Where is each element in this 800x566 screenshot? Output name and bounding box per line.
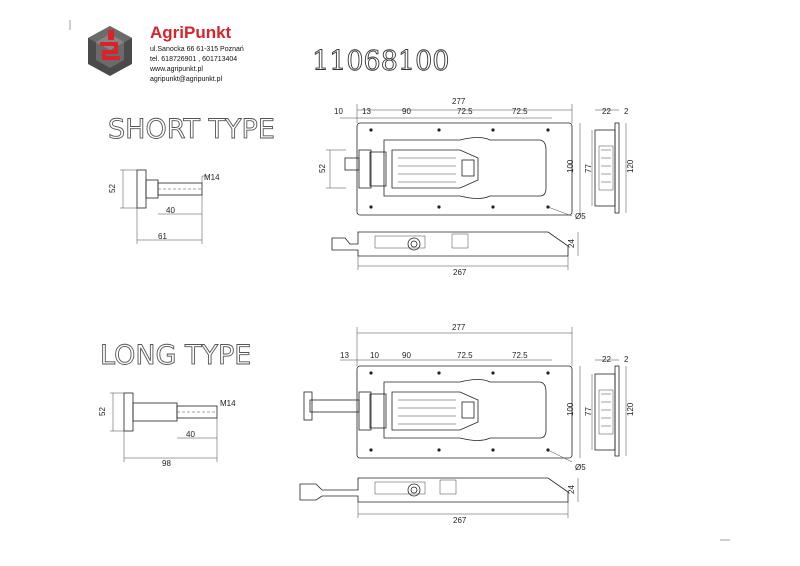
long-pin-dim-98: 98 xyxy=(162,459,171,468)
long-dim-100: 100 xyxy=(566,402,575,416)
short-pin-dim-61: 61 xyxy=(158,232,167,241)
company-name: AgriPunkt xyxy=(150,23,232,42)
long-dim-267: 267 xyxy=(453,516,467,525)
long-dim-90: 90 xyxy=(402,351,411,360)
long-dim-72-5a: 72.5 xyxy=(457,351,473,360)
long-dim-72-5b: 72.5 xyxy=(512,351,528,360)
short-dim-24: 24 xyxy=(567,239,576,248)
company-email[interactable]: agripunkt@agripunkt.pl xyxy=(150,76,223,83)
long-dim-277: 277 xyxy=(452,323,466,332)
company-address: ul.Sanocka 66 61-315 Poznań xyxy=(150,46,244,53)
short-dim-13: 13 xyxy=(362,107,371,116)
short-dim-72-5b: 72.5 xyxy=(512,107,528,116)
long-pin-drawing xyxy=(110,392,218,462)
long-pin-dim-40: 40 xyxy=(186,430,195,439)
long-pin-dim-52: 52 xyxy=(98,407,107,416)
short-type-label: SHORT TYPE xyxy=(108,114,275,145)
long-dim-hole: Ø5 xyxy=(575,463,586,472)
short-dim-90: 90 xyxy=(402,107,411,116)
short-latch-side xyxy=(591,109,627,214)
short-dim-22: 22 xyxy=(602,107,611,116)
short-dim-120: 120 xyxy=(626,159,635,173)
long-pin-dim-m14: M14 xyxy=(220,399,236,408)
long-dim-10: 10 xyxy=(370,351,379,360)
short-pin-dim-52: 52 xyxy=(108,184,117,193)
company-phone: tel. 618726901 , 601713404 xyxy=(150,56,237,63)
part-number: 11068100 xyxy=(312,46,449,77)
short-dim-hole: Ø5 xyxy=(575,212,586,221)
long-dim-2: 2 xyxy=(624,355,629,364)
short-dim-267: 267 xyxy=(453,268,467,277)
long-type-label: LONG TYPE xyxy=(100,340,251,371)
short-dim-72-5a: 72.5 xyxy=(457,107,473,116)
short-latch-bottom xyxy=(331,231,579,270)
short-pin-dim-40: 40 xyxy=(166,206,175,215)
long-dim-77: 77 xyxy=(584,407,593,416)
short-dim-100: 100 xyxy=(566,159,575,173)
short-dim-52: 52 xyxy=(318,164,327,173)
short-dim-10: 10 xyxy=(334,107,343,116)
short-latch-plan xyxy=(326,104,581,217)
short-pin-drawing xyxy=(120,169,208,244)
long-latch-plan xyxy=(303,327,581,463)
long-dim-22: 22 xyxy=(602,355,611,364)
long-dim-120: 120 xyxy=(626,402,635,416)
company-website[interactable]: www.agripunkt.pl xyxy=(149,66,203,73)
short-dim-77: 77 xyxy=(584,164,593,173)
long-dim-13: 13 xyxy=(340,351,349,360)
long-dim-24: 24 xyxy=(567,485,576,494)
long-latch-bottom xyxy=(299,477,579,518)
short-dim-2: 2 xyxy=(624,107,629,116)
short-pin-dim-m14: M14 xyxy=(204,173,220,182)
agripunkt-logo xyxy=(88,26,132,76)
short-dim-277: 277 xyxy=(452,97,466,106)
long-latch-side xyxy=(591,359,627,457)
